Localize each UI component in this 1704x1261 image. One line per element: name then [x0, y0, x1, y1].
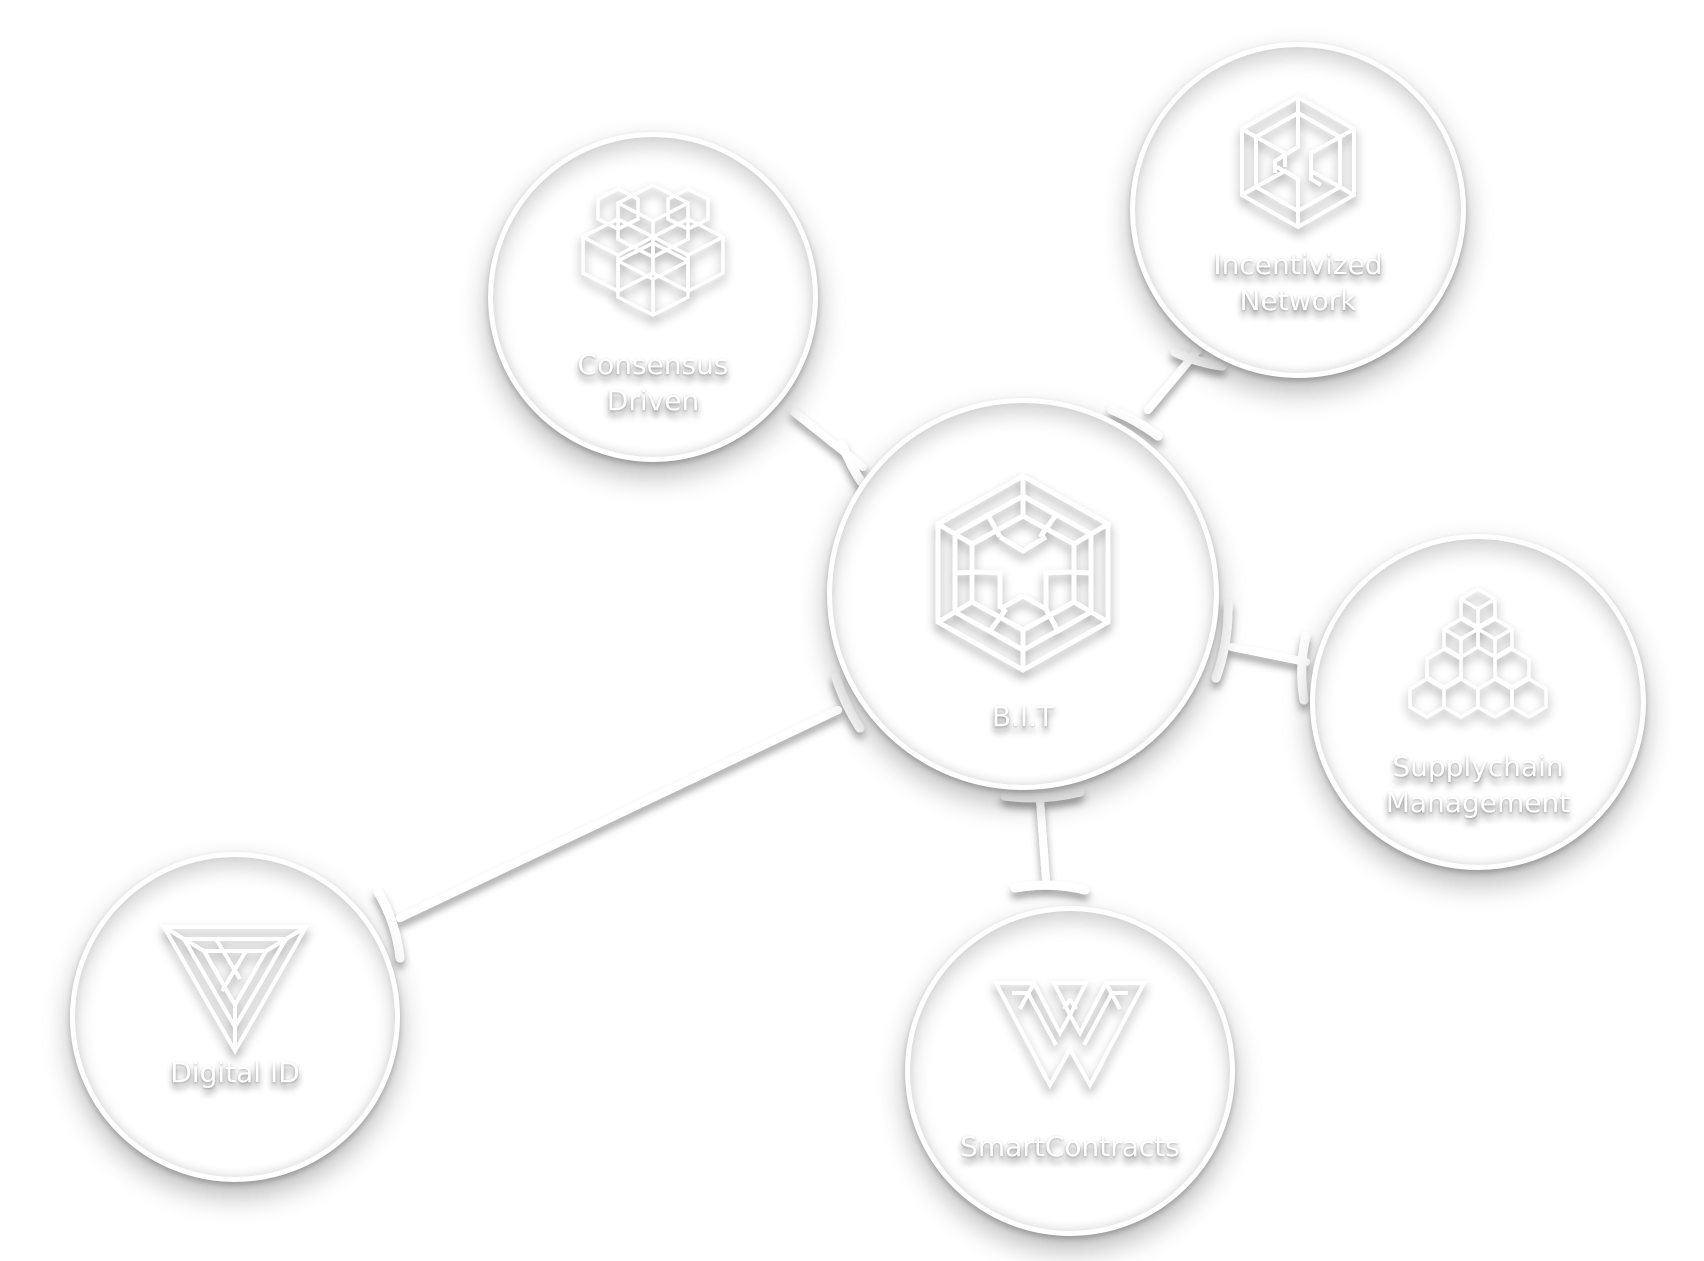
connector-cap-incentivized-center	[1107, 405, 1163, 441]
connector-cap-smart-node	[1010, 880, 1090, 895]
node-center[interactable]: B.I.T	[827, 398, 1219, 790]
node-label-center: B.I.T	[991, 700, 1055, 733]
impossible-w-knot-icon	[992, 981, 1148, 1090]
hexagon-star-knot-icon	[935, 473, 1111, 673]
node-digital-id[interactable]: Digital ID	[70, 852, 400, 1182]
impossible-triangle-icon	[160, 925, 310, 1056]
connector-smart	[1036, 796, 1050, 884]
connector-cap-smart-center	[1000, 787, 1085, 803]
node-incentivized-network[interactable]: Incentivized Network	[1130, 42, 1466, 378]
connector-cap-digital-center	[831, 672, 865, 733]
connector-cap-supply-center	[1211, 599, 1233, 683]
node-label-incentivized-network: Incentivized Network	[1213, 248, 1383, 317]
impossible-cube-icon	[1240, 94, 1356, 230]
node-label-consensus-driven: Consensus Driven	[577, 348, 729, 417]
cube-pyramid-icon	[1408, 586, 1548, 720]
node-consensus-driven[interactable]: Consensus Driven	[488, 132, 818, 462]
connector-supply	[1228, 643, 1310, 666]
node-supplychain-management[interactable]: Supplychain Management	[1310, 534, 1646, 870]
connector-cap-supply-node	[1297, 631, 1311, 705]
node-label-supplychain-management: Supplychain Management	[1385, 750, 1571, 819]
connector-cap-incentivized-node	[1170, 347, 1227, 371]
connector-cap-digital-node	[373, 887, 405, 963]
node-label-digital-id: Digital ID	[170, 1056, 300, 1089]
node-label-smartcontracts: SmartContracts	[960, 1130, 1180, 1163]
connector-digital	[396, 706, 842, 922]
cube-cluster-icon	[581, 183, 725, 317]
node-smartcontracts[interactable]: SmartContracts	[905, 906, 1235, 1236]
